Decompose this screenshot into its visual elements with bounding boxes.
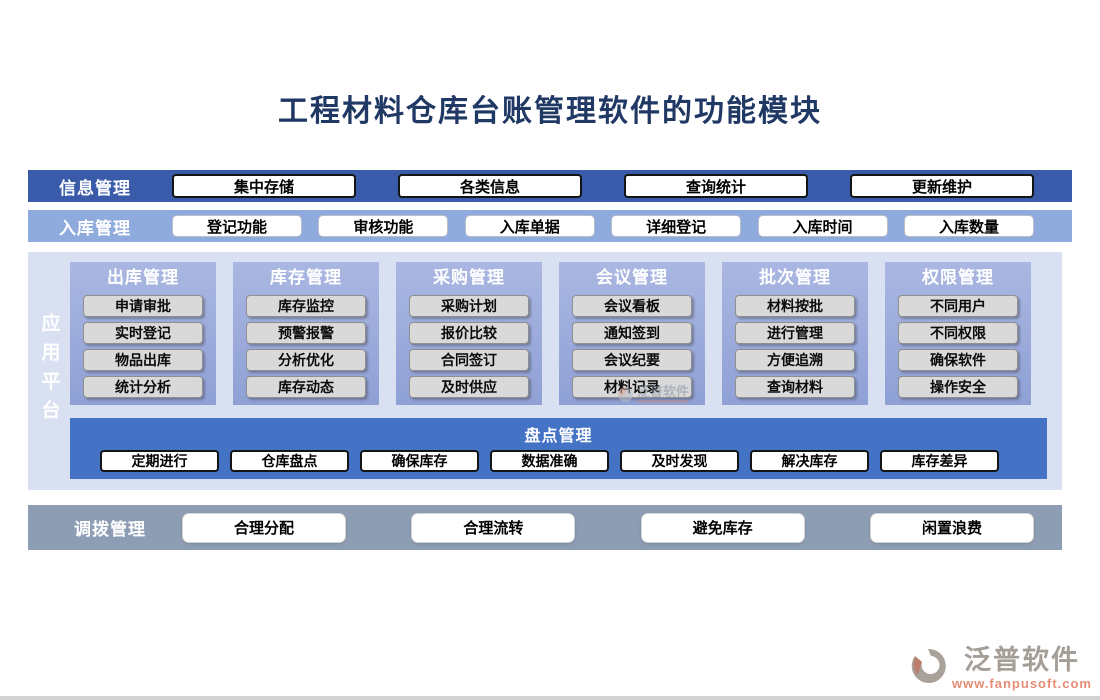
outbound-item-realtime-register: 实时登记 (83, 322, 203, 344)
permission-item-rights: 不同权限 (898, 322, 1018, 344)
inventory-item-timely-discover: 及时发现 (620, 450, 739, 472)
stock-item-optimize: 分析优化 (246, 349, 366, 371)
column-title: 会议管理 (596, 268, 668, 287)
purchase-item-plan: 采购计划 (409, 295, 529, 317)
inbound-item-register: 登记功能 (172, 215, 302, 237)
meeting-item-material-record: 材料记录 (572, 376, 692, 398)
inventory-item-stock-variance: 库存差异 (880, 450, 999, 472)
permission-item-ensure-software: 确保软件 (898, 349, 1018, 371)
transfer-management-bar: 调拨管理 合理分配 合理流转 避免库存 闲置浪费 (28, 505, 1062, 550)
info-item-various-info: 各类信息 (398, 174, 582, 198)
fanpu-logo-icon (911, 648, 946, 683)
meeting-item-board: 会议看板 (572, 295, 692, 317)
column-title: 批次管理 (759, 268, 831, 287)
inventory-check-buttons: 定期进行 仓库盘点 确保库存 数据准确 及时发现 解决库存 库存差异 (100, 450, 999, 472)
info-item-query-statistics: 查询统计 (624, 174, 808, 198)
permission-item-safe-operation: 操作安全 (898, 376, 1018, 398)
column-purchase-management: 采购管理 采购计划 报价比较 合同签订 及时供应 (396, 262, 542, 405)
purchase-item-contract: 合同签订 (409, 349, 529, 371)
purchase-item-quote-compare: 报价比较 (409, 322, 529, 344)
outbound-item-apply-approve: 申请审批 (83, 295, 203, 317)
application-platform-panel: 应用平台 出库管理 申请审批 实时登记 物品出库 统计分析 库存管理 库存监控 … (28, 252, 1062, 490)
outbound-item-statistics: 统计分析 (83, 376, 203, 398)
info-item-update-maintain: 更新维护 (850, 174, 1034, 198)
brand-logo: 泛普软件 www.fanpusoft.com (908, 645, 1092, 691)
brand-url: www.fanpusoft.com (951, 675, 1092, 691)
info-management-buttons: 集中存储 各类信息 查询统计 更新维护 (172, 174, 1034, 198)
transfer-management-buttons: 合理分配 合理流转 避免库存 闲置浪费 (182, 512, 1034, 543)
transfer-item-rational-flow: 合理流转 (411, 512, 576, 543)
permission-item-users: 不同用户 (898, 295, 1018, 317)
column-title: 出库管理 (107, 268, 179, 287)
inventory-item-data-accuracy: 数据准确 (490, 450, 609, 472)
column-batch-management: 批次管理 材料按批 进行管理 方便追溯 查询材料 (722, 262, 868, 405)
meeting-item-minutes: 会议纪要 (572, 349, 692, 371)
inventory-item-ensure-stock: 确保库存 (360, 450, 479, 472)
platform-vertical-label: 应用平台 (38, 313, 60, 429)
inbound-management-buttons: 登记功能 审核功能 入库单据 详细登记 入库时间 入库数量 (172, 215, 1034, 237)
inventory-item-warehouse-count: 仓库盘点 (230, 450, 349, 472)
meeting-item-notice-signin: 通知签到 (572, 322, 692, 344)
inbound-management-label: 入库管理 (59, 218, 131, 238)
column-meeting-management: 会议管理 会议看板 通知签到 会议纪要 材料记录 (559, 262, 705, 405)
transfer-item-avoid-stock: 避免库存 (640, 512, 805, 543)
column-stock-management: 库存管理 库存监控 预警报警 分析优化 库存动态 (233, 262, 379, 405)
outbound-item-goods-out: 物品出库 (83, 349, 203, 371)
stock-item-monitor: 库存监控 (246, 295, 366, 317)
inbound-item-receipt: 入库单据 (464, 215, 595, 237)
column-title: 库存管理 (270, 268, 342, 287)
page-title: 工程材料仓库台账管理软件的功能模块 (278, 95, 822, 128)
inventory-check-label: 盘点管理 (524, 428, 593, 445)
inventory-check-bar: 盘点管理 定期进行 仓库盘点 确保库存 数据准确 及时发现 解决库存 库存差异 (70, 418, 1047, 479)
column-title: 权限管理 (922, 268, 994, 287)
batch-item-query: 查询材料 (735, 376, 855, 398)
inbound-item-quantity: 入库数量 (903, 215, 1034, 237)
column-permission-management: 权限管理 不同用户 不同权限 确保软件 操作安全 (885, 262, 1031, 405)
column-outbound-management: 出库管理 申请审批 实时登记 物品出库 统计分析 (70, 262, 216, 405)
column-title: 采购管理 (433, 268, 505, 287)
inventory-item-periodic: 定期进行 (100, 450, 219, 472)
bottom-border-strip (0, 696, 1100, 700)
inbound-management-bar: 入库管理 登记功能 审核功能 入库单据 详细登记 入库时间 入库数量 (28, 210, 1072, 242)
transfer-item-rational-allocation: 合理分配 (182, 512, 346, 543)
inbound-item-review: 审核功能 (318, 215, 449, 237)
batch-item-trace: 方便追溯 (735, 349, 855, 371)
inbound-item-detail: 详细登记 (611, 215, 742, 237)
batch-item-manage: 进行管理 (735, 322, 855, 344)
batch-item-by-batch: 材料按批 (735, 295, 855, 317)
module-columns: 出库管理 申请审批 实时登记 物品出库 统计分析 库存管理 库存监控 预警报警 … (70, 262, 1031, 405)
info-management-label: 信息管理 (59, 178, 131, 198)
transfer-item-idle-waste: 闲置浪费 (869, 512, 1034, 543)
transfer-management-label: 调拨管理 (74, 520, 146, 539)
brand-name: 泛普软件 (963, 645, 1080, 675)
stock-item-alert: 预警报警 (246, 322, 366, 344)
inventory-item-resolve-stock: 解决库存 (750, 450, 869, 472)
inbound-item-time: 入库时间 (757, 215, 888, 237)
info-item-centralized-storage: 集中存储 (172, 174, 356, 198)
info-management-bar: 信息管理 集中存储 各类信息 查询统计 更新维护 (28, 170, 1072, 202)
stock-item-dynamics: 库存动态 (246, 376, 366, 398)
purchase-item-timely-supply: 及时供应 (409, 376, 529, 398)
